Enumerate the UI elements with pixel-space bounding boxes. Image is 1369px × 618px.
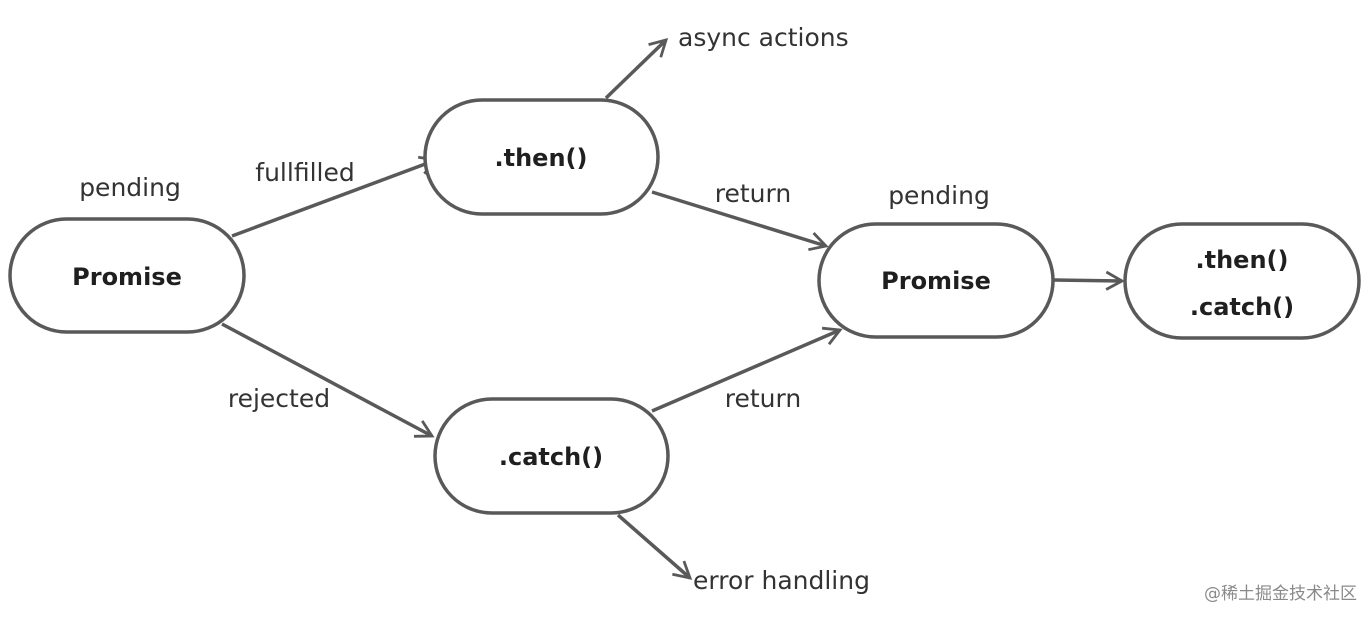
then-label: .then() <box>495 144 588 172</box>
watermark: @稀土掘金技术社区 <box>1204 584 1357 604</box>
fulfilled-label: fullfilled <box>255 158 354 187</box>
error-handling-label: error handling <box>693 566 870 595</box>
promise-right-label: Promise <box>881 267 991 295</box>
edge-promise-to-then <box>231 155 439 238</box>
edge-then-to-async <box>604 37 669 100</box>
node-promise-right <box>817 222 1055 339</box>
pending-left-label: pending <box>79 173 181 202</box>
edge-promise-to-catch <box>221 322 435 438</box>
node-then-catch <box>1123 222 1361 340</box>
node-promise-left <box>8 217 246 334</box>
edge-then-to-promise <box>651 190 829 252</box>
async-actions-label: async actions <box>678 23 849 52</box>
return-bottom-label: return <box>725 384 801 413</box>
rejected-label: rejected <box>228 384 330 413</box>
edge-catch-to-promise <box>651 326 843 413</box>
edge-promise-to-final <box>1053 270 1125 291</box>
promise-left-label: Promise <box>72 263 182 291</box>
pending-right-label: pending <box>888 181 990 210</box>
final-then-label: .then() <box>1196 246 1289 274</box>
catch-label: .catch() <box>499 443 603 471</box>
edge-catch-to-error <box>616 513 693 580</box>
final-catch-label: .catch() <box>1190 293 1294 321</box>
node-then <box>423 98 660 216</box>
return-top-label: return <box>715 179 791 208</box>
node-catch <box>433 397 670 515</box>
